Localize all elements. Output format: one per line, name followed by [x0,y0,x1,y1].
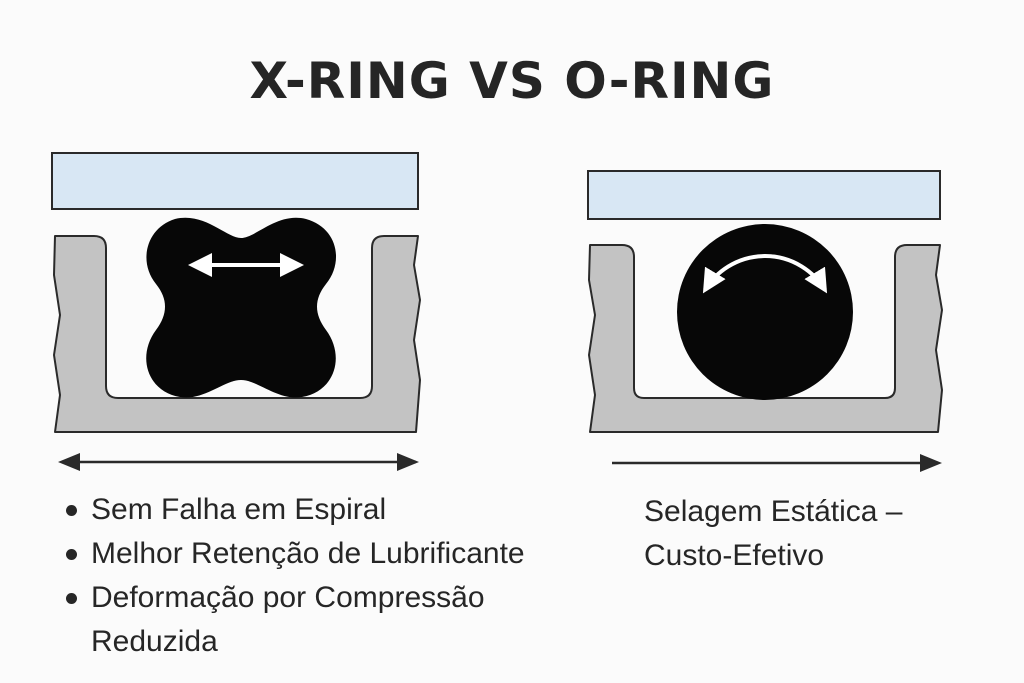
x-ring-top-plate [51,152,419,210]
x-ring-benefit: Melhor Retenção de Lubrificante [58,532,618,576]
x-ring-width-arrow-right-head [397,453,419,471]
x-ring-groove-housing [53,235,421,433]
o-ring-seal [677,224,853,400]
x-ring-benefits-list: Sem Falha em Espiral Melhor Retenção de … [58,488,618,664]
o-ring-groove-housing [588,244,943,433]
o-ring-rotation-arrow [702,254,828,294]
o-ring-assembly [587,170,943,472]
x-ring-width-arrow-left-head [58,453,80,471]
o-ring-width-arrow-head [920,454,942,472]
o-ring-top-plate [587,170,941,220]
x-ring-benefit: Deformação por Compressão Reduzida [58,576,618,664]
o-ring-note: Selagem Estática – Custo-Efetivo [644,495,903,572]
x-ring-assembly [51,152,421,471]
x-ring-benefit: Sem Falha em Espiral [58,488,618,532]
page-title: X-RING VS O-RING [249,52,775,110]
x-ring-seal [146,217,337,398]
